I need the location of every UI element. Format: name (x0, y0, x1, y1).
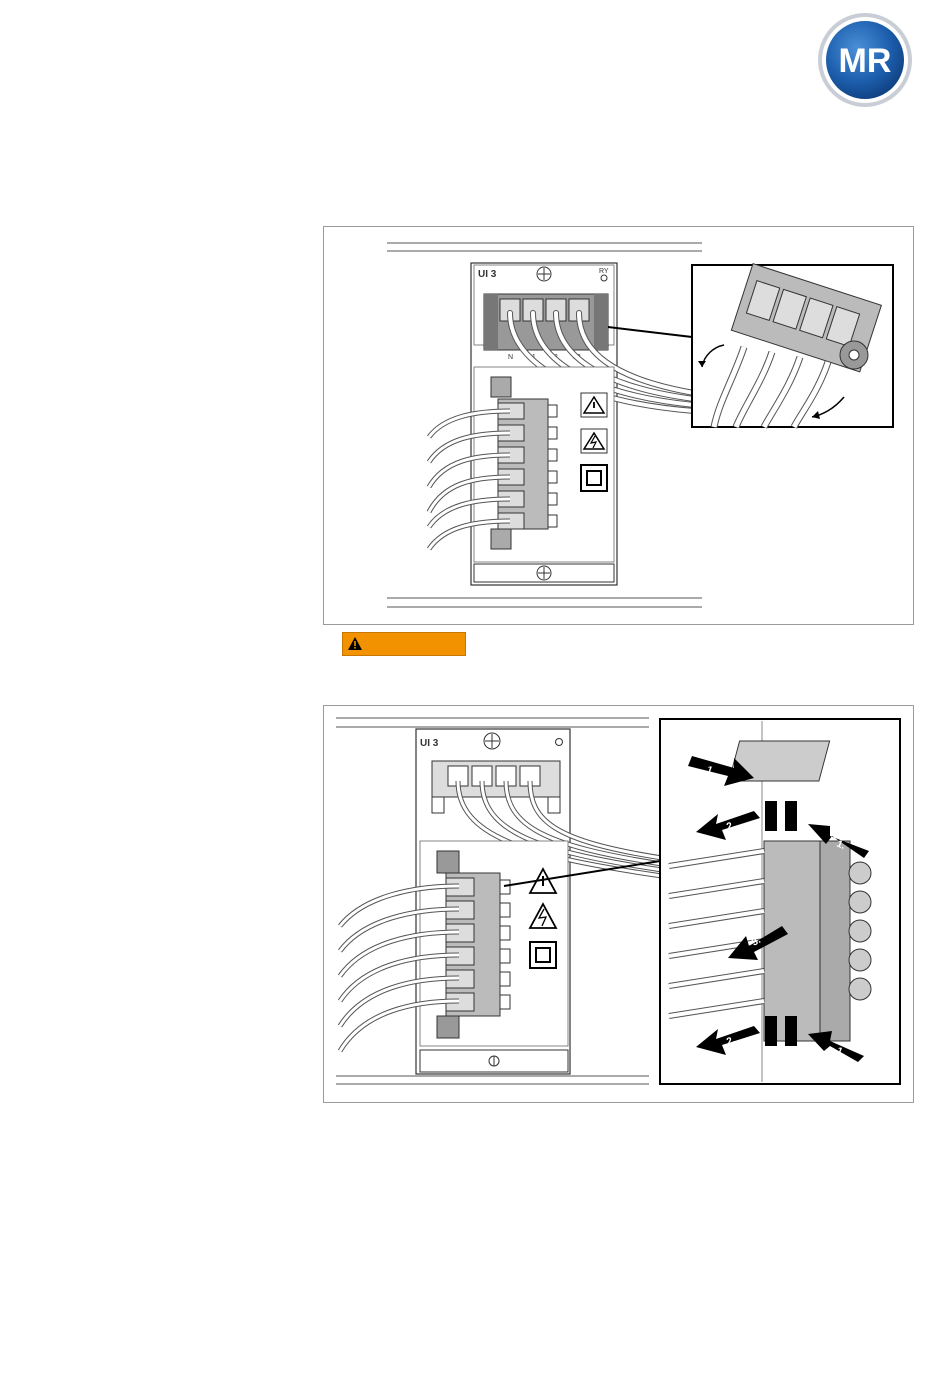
module-label-2: UI 3 (420, 738, 439, 749)
warning-triangle-icon (347, 636, 363, 652)
double-insulation-symbol-2 (530, 942, 556, 968)
caution-symbol (581, 393, 607, 417)
wiring-figure-1: UI 3 RY N L1 L2 L3 (323, 226, 914, 625)
mr-logo: MR (815, 10, 915, 110)
voltage-symbol (581, 429, 607, 453)
logo-text: MR (839, 42, 892, 80)
warning-label (342, 632, 466, 656)
terminal-label-n: N (508, 354, 513, 361)
corner-label: RY (599, 268, 609, 275)
module-label: UI 3 (478, 269, 497, 280)
double-insulation-symbol (581, 465, 607, 491)
wiring-figure-2: UI 3 (323, 705, 914, 1103)
